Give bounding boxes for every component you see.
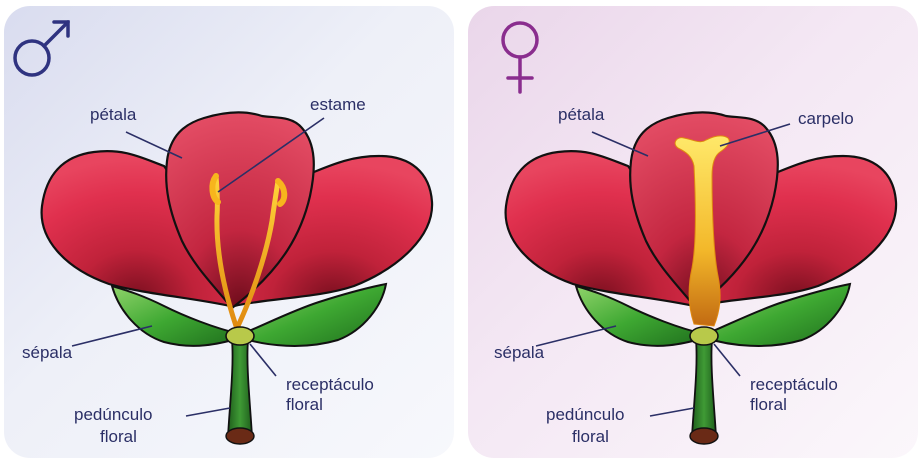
petal-label: pétala (90, 105, 137, 124)
male-flower-panel: pétala estame sépala receptáculo floral … (4, 6, 454, 458)
female-symbol-icon (503, 23, 537, 92)
receptacle-pointer (714, 344, 740, 376)
male-flower-diagram: pétala estame sépala receptáculo floral … (4, 6, 454, 458)
female-flower-panel: pétala carpelo sépala receptáculo floral… (468, 6, 918, 458)
peduncle-stem (692, 340, 716, 436)
peduncle-pointer (186, 408, 230, 416)
sepal-pointer (72, 326, 152, 346)
sepal-label: sépala (494, 343, 545, 362)
peduncle-label-2: floral (572, 427, 609, 446)
stem-base (226, 428, 254, 444)
receptacle-label-2: floral (286, 395, 323, 414)
receptacle-label-1: receptáculo (286, 375, 374, 394)
receptacle-pointer (250, 344, 276, 376)
stamen-label: estame (310, 95, 366, 114)
peduncle-stem (228, 340, 252, 436)
peduncle-label-2: floral (100, 427, 137, 446)
receptacle-label-2: floral (750, 395, 787, 414)
petal-label: pétala (558, 105, 605, 124)
stem-base (690, 428, 718, 444)
carpel-label: carpelo (798, 109, 854, 128)
peduncle-label-1: pedúnculo (546, 405, 624, 424)
sepal-pointer (536, 326, 616, 346)
peduncle-pointer (650, 408, 694, 416)
peduncle-label-1: pedúnculo (74, 405, 152, 424)
sepal-label: sépala (22, 343, 73, 362)
receptacle (690, 327, 718, 345)
female-flower-diagram: pétala carpelo sépala receptáculo floral… (468, 6, 918, 458)
receptacle (226, 327, 254, 345)
male-symbol-icon (15, 22, 68, 75)
receptacle-label-1: receptáculo (750, 375, 838, 394)
